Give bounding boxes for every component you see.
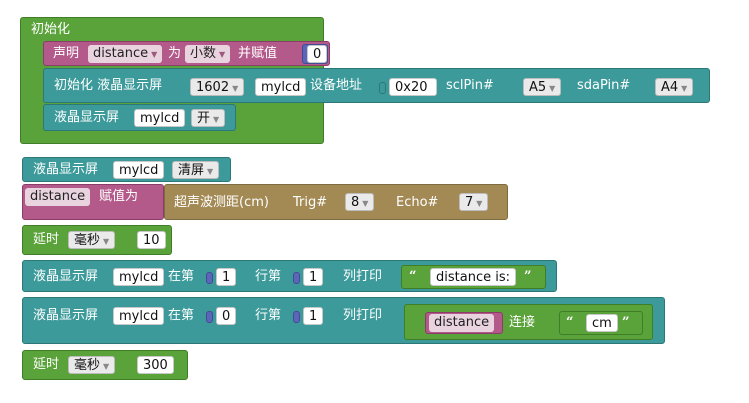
lcd-power-label: 液晶显示屏 [54, 110, 120, 125]
lcd-print-join-col-label: 列打印 [343, 308, 383, 323]
delay-block-2[interactable]: 延时 毫秒▼ 300 [22, 350, 188, 380]
lcd-print-label: 液晶显示屏 [33, 269, 99, 284]
assign-label: 赋值为 [99, 189, 139, 204]
declare-value-input[interactable]: 0 [307, 45, 328, 63]
declare-suffix-label: 并赋值 [238, 46, 278, 61]
text-value-field[interactable]: distance is: [430, 268, 516, 286]
lcd-name-field[interactable]: mylcd [255, 78, 307, 96]
delay-unit-value: 毫秒 [74, 233, 101, 248]
lcd-print-join-col-input[interactable]: 1 [303, 307, 324, 325]
lcd-print-name-field[interactable]: mylcd [113, 268, 165, 286]
lcd-init-block[interactable]: 初始化 液晶显示屏 1602▼ mylcd 设备地址 0x20 sclPin# … [43, 68, 710, 103]
ultrasonic-block[interactable]: 超声波测距(cm) Trig# 8▼ Echo# 7▼ [164, 184, 508, 220]
lcd-scl-value: A5 [529, 80, 547, 95]
declare-type-value: 小数 [190, 46, 217, 61]
delay-unit-dropdown[interactable]: 毫秒▼ [68, 356, 116, 374]
open-quote-icon: “ [566, 315, 574, 330]
declare-label: 声明 [53, 46, 80, 61]
delay-block-1[interactable]: 延时 毫秒▼ 10 [22, 225, 172, 255]
lcd-sda-value: A4 [661, 80, 679, 95]
delay-unit-dropdown[interactable]: 毫秒▼ [68, 231, 116, 249]
close-quote-icon: ” [524, 269, 532, 284]
lcd-print-col-input[interactable]: 1 [303, 268, 324, 286]
join-text-block[interactable]: “ cm ” [559, 311, 643, 335]
chevron-down-icon: ▼ [151, 50, 158, 59]
lcd-init-label: 初始化 液晶显示屏 [54, 78, 163, 93]
join-var-field[interactable]: distance [429, 314, 495, 332]
chevron-down-icon: ▼ [213, 115, 220, 124]
echo-value: 7 [465, 195, 474, 210]
assign-var-field[interactable]: distance [25, 188, 91, 206]
declare-variable-block[interactable]: 声明 distance▼ 为 小数▼ 并赋值 [43, 41, 330, 66]
declare-var-dropdown[interactable]: distance▼ [88, 45, 163, 63]
join-label: 连接 [509, 315, 536, 330]
echo-label: Echo# [396, 195, 439, 210]
lcd-model-value: 1602 [196, 80, 230, 95]
chevron-down-icon: ▼ [103, 362, 110, 371]
lcd-print-row-label: 行第 [255, 269, 282, 284]
lcd-print-join-row-label: 行第 [255, 308, 282, 323]
trig-dropdown[interactable]: 8▼ [345, 193, 375, 211]
lcd-power-state-dropdown[interactable]: 开▼ [191, 109, 226, 127]
lcd-clear-action-value: 清屏 [178, 163, 205, 178]
delay-unit-value: 毫秒 [74, 358, 101, 373]
lcd-clear-block[interactable]: 液晶显示屏 mylcd 清屏▼ [22, 157, 231, 182]
echo-dropdown[interactable]: 7▼ [459, 193, 489, 211]
assign-block[interactable]: distance 赋值为 [22, 184, 164, 220]
lcd-power-name-field[interactable]: mylcd [134, 109, 186, 127]
lcd-model-dropdown[interactable]: 1602▼ [190, 78, 245, 96]
lcd-print-join-name-field[interactable]: mylcd [113, 307, 165, 325]
lcd-power-state-value: 开 [197, 111, 211, 126]
delay-label: 延时 [33, 357, 60, 372]
declare-value-block[interactable]: 0 [302, 44, 328, 64]
trig-value: 8 [351, 195, 360, 210]
lcd-print-row-input[interactable]: 1 [216, 268, 237, 286]
chevron-down-icon: ▼ [476, 199, 483, 208]
lcd-power-block[interactable]: 液晶显示屏 mylcd 开▼ [43, 104, 236, 131]
delay-label: 延时 [33, 232, 60, 247]
trig-label: Trig# [293, 195, 328, 210]
chevron-down-icon: ▼ [219, 50, 226, 59]
chevron-down-icon: ▼ [681, 84, 688, 93]
ultrasonic-label: 超声波测距(cm) [174, 195, 269, 210]
lcd-print-col-label: 列打印 [343, 269, 383, 284]
lcd-scl-dropdown[interactable]: A5▼ [523, 78, 562, 96]
lcd-print-join-block[interactable]: 液晶显示屏 mylcd 在第 0 行第 1 列打印 distance 连接 “ … [22, 297, 665, 344]
lcd-scl-label: sclPin# [446, 78, 494, 93]
declare-var-value: distance [93, 46, 149, 61]
lcd-print-at-label: 在第 [168, 269, 195, 284]
lcd-clear-label: 液晶显示屏 [33, 162, 99, 177]
join-text-field[interactable]: cm [586, 314, 618, 332]
lcd-print-block[interactable]: 液晶显示屏 mylcd 在第 1 行第 1 列打印 “ distance is:… [22, 260, 557, 292]
lcd-print-join-row-input[interactable]: 0 [216, 307, 237, 325]
lcd-addr-input[interactable]: 0x20 [389, 78, 437, 96]
lcd-print-join-label: 液晶显示屏 [33, 308, 99, 323]
lcd-sda-dropdown[interactable]: A4▼ [655, 78, 694, 96]
lcd-addr-label: 设备地址 [310, 78, 363, 93]
chevron-down-icon: ▼ [232, 84, 239, 93]
chevron-down-icon: ▼ [549, 84, 556, 93]
join-block[interactable]: distance 连接 “ cm ” [404, 304, 653, 340]
delay-value-input[interactable]: 300 [137, 356, 174, 374]
lcd-clear-action-dropdown[interactable]: 清屏▼ [172, 161, 220, 179]
declare-as-label: 为 [168, 46, 182, 61]
close-quote-icon: ” [622, 315, 630, 330]
open-quote-icon: “ [409, 269, 417, 284]
delay-value-input[interactable]: 10 [137, 231, 166, 249]
chevron-down-icon: ▼ [207, 167, 214, 176]
lcd-print-join-at-label: 在第 [168, 308, 195, 323]
lcd-clear-name-field[interactable]: mylcd [113, 161, 165, 179]
lcd-sda-label: sdaPin# [577, 78, 631, 93]
join-var-block[interactable]: distance [425, 312, 503, 334]
setup-block-label: 初始化 [31, 22, 71, 37]
chevron-down-icon: ▼ [362, 199, 369, 208]
chevron-down-icon: ▼ [103, 237, 110, 246]
text-block[interactable]: “ distance is: ” [401, 265, 546, 289]
declare-type-dropdown[interactable]: 小数▼ [185, 45, 231, 63]
